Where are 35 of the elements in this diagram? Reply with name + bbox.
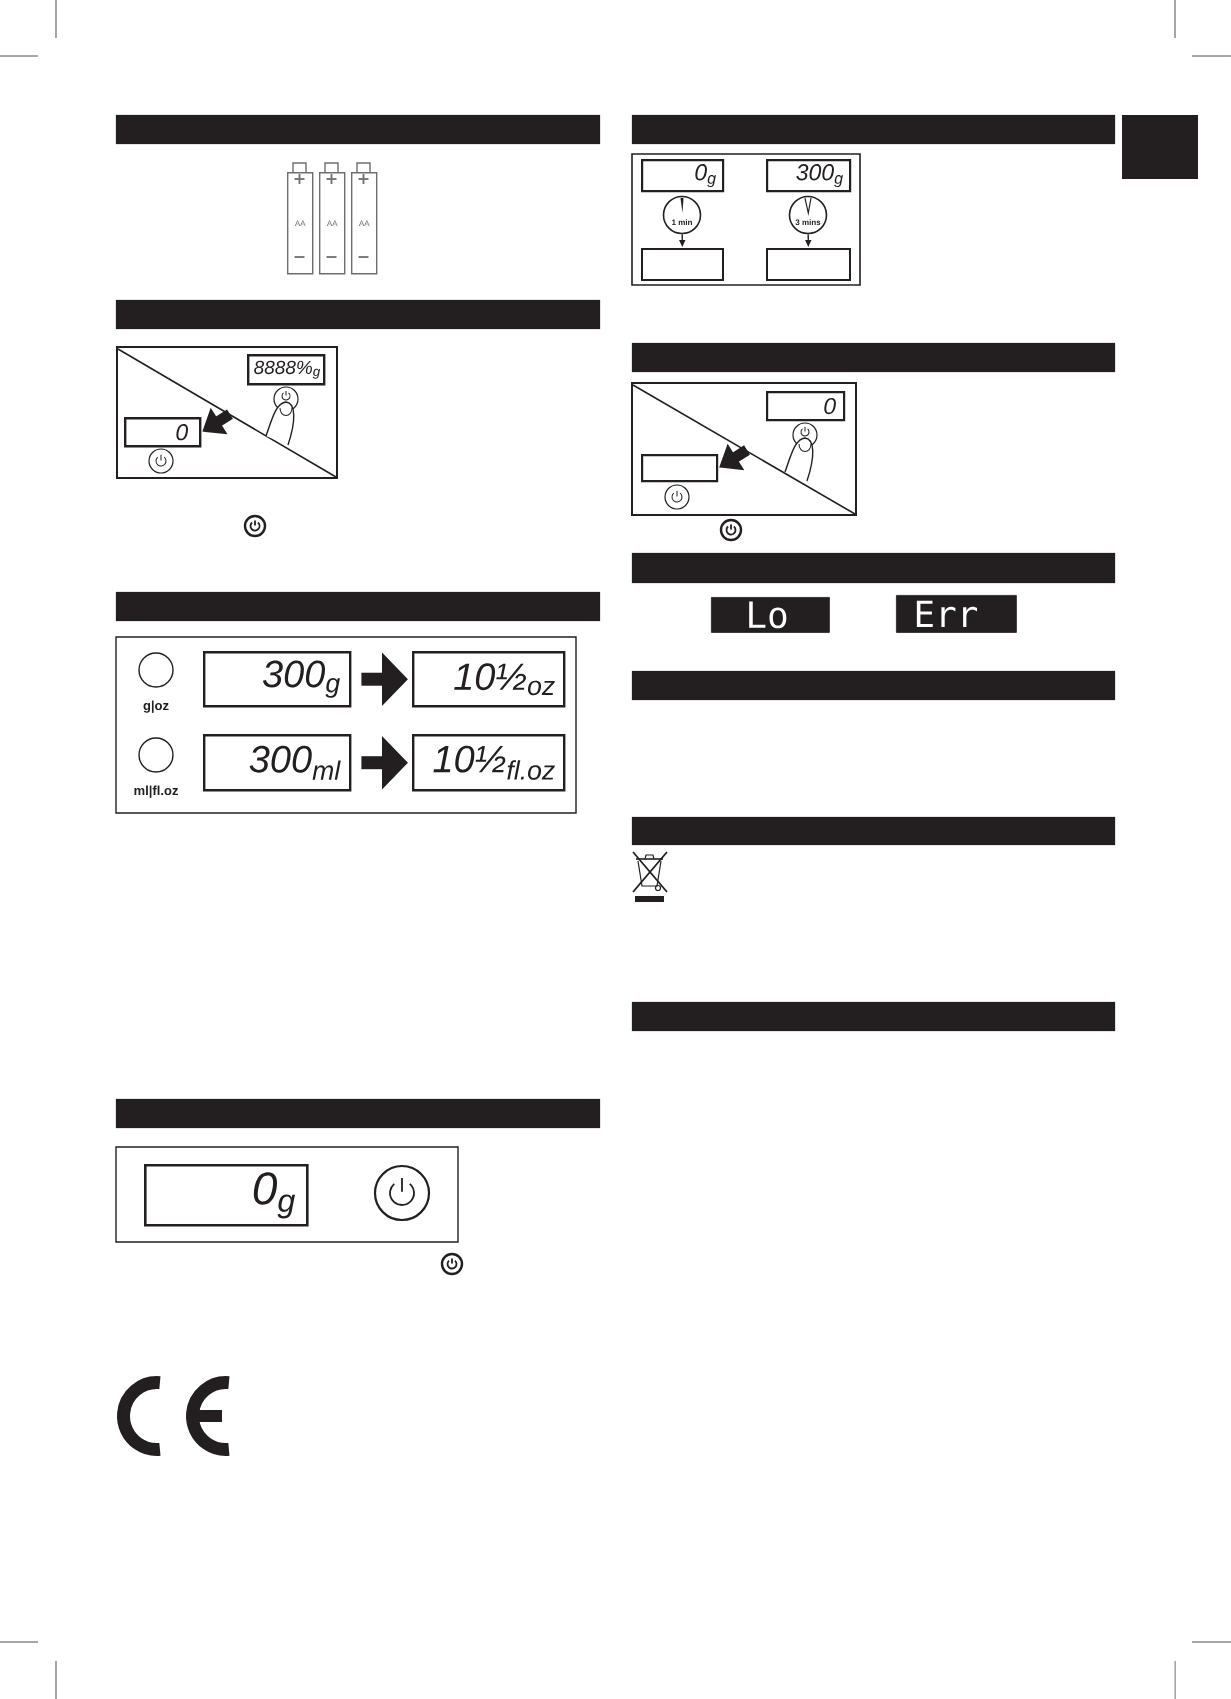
illustration-frame (115, 636, 577, 814)
lcd-display: 10½$_{oz}$ (412, 651, 566, 708)
lcd-display: 0$_{g}$ (641, 159, 725, 193)
heading-bar (631, 342, 1116, 373)
illustration-frame (115, 1146, 459, 1243)
lcd-display: 8888%$_{g}$ (247, 354, 326, 386)
heading-bar (631, 114, 1116, 145)
heading-bar (631, 670, 1116, 701)
lcd-display (641, 248, 724, 281)
unit-label: ml|fl.oz (134, 785, 178, 798)
lcd-display: 300$_{g}$ (766, 159, 852, 193)
heading-bar (115, 114, 601, 145)
lcd-display: 0 (766, 391, 846, 422)
lcd-display: 300$_{ml}$ (203, 734, 352, 792)
lcd-display (766, 248, 851, 281)
heading-bar (631, 552, 1116, 584)
timer-dial: 1 min (662, 195, 702, 235)
battery: AA (351, 162, 378, 275)
battery: AA (319, 162, 346, 275)
lcd-display: Err (896, 595, 1017, 633)
lcd-display: 300$_{g}$ (203, 651, 352, 708)
timer-dial: 3 mins (788, 195, 828, 235)
lcd-display: Lo (711, 597, 830, 633)
lcd-display: 10½$_{fl.oz}$ (412, 734, 566, 792)
battery: AA (287, 162, 314, 275)
illustration-frame (631, 153, 861, 286)
lcd-display (641, 454, 719, 483)
unit-label: g|oz (143, 700, 169, 713)
heading-bar (631, 1001, 1116, 1032)
lcd-display: 0 (124, 417, 202, 448)
heading-bar (631, 816, 1116, 846)
lcd-display: 0$_{g}$ (144, 1164, 309, 1227)
heading-bar (115, 1098, 601, 1129)
heading-bar (115, 591, 601, 622)
heading-bar (115, 299, 601, 330)
